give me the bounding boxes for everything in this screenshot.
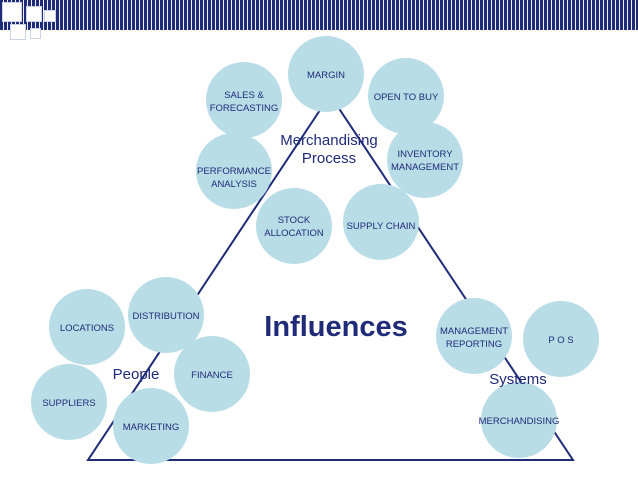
- node-label-locations: LOCATIONS: [60, 323, 114, 334]
- header-squares: [0, 0, 60, 52]
- center-label-influences: Influences: [264, 311, 407, 343]
- node-label-sales-forecasting: SALES &FORECASTING: [210, 90, 279, 114]
- node-label-distribution: DISTRIBUTION: [132, 311, 199, 322]
- node-circle-merchandising[interactable]: [481, 382, 557, 458]
- node-circle-margin[interactable]: [288, 36, 364, 112]
- node-circle-suppliers[interactable]: [31, 364, 107, 440]
- node-circle-performance-analysis[interactable]: [196, 133, 272, 209]
- node-label-merchandising: MERCHANDISING: [479, 416, 560, 427]
- node-circle-inventory-management[interactable]: [387, 122, 463, 198]
- node-circle-open-to-buy[interactable]: [368, 58, 444, 134]
- node-label-marketing: MARKETING: [123, 422, 179, 433]
- header-square: [10, 24, 26, 40]
- group-label-systems: Systems: [489, 371, 547, 388]
- node-circle-stock-allocation[interactable]: [256, 188, 332, 264]
- node-circle-distribution[interactable]: [128, 277, 204, 353]
- node-circle-finance[interactable]: [174, 336, 250, 412]
- node-label-margin: MARGIN: [307, 70, 345, 81]
- header-bar: [0, 0, 638, 30]
- header-square: [44, 10, 56, 22]
- triangle-outline: [86, 93, 575, 461]
- node-label-supply-chain: SUPPLY CHAIN: [347, 221, 416, 232]
- node-circle-pos[interactable]: [523, 301, 599, 377]
- header-square: [30, 28, 41, 39]
- node-circle-management-reporting[interactable]: [436, 298, 512, 374]
- header-square: [2, 2, 22, 22]
- node-label-finance: FINANCE: [191, 370, 233, 381]
- group-label-people: People: [113, 366, 160, 383]
- node-circle-locations[interactable]: [49, 289, 125, 365]
- node-label-open-to-buy: OPEN TO BUY: [374, 92, 439, 103]
- node-circle-sales-forecasting[interactable]: [206, 62, 282, 138]
- header-square: [26, 6, 42, 22]
- node-label-suppliers: SUPPLIERS: [42, 398, 95, 409]
- node-circle-marketing[interactable]: [113, 388, 189, 464]
- node-label-pos: P O S: [548, 335, 573, 346]
- node-circle-supply-chain[interactable]: [343, 184, 419, 260]
